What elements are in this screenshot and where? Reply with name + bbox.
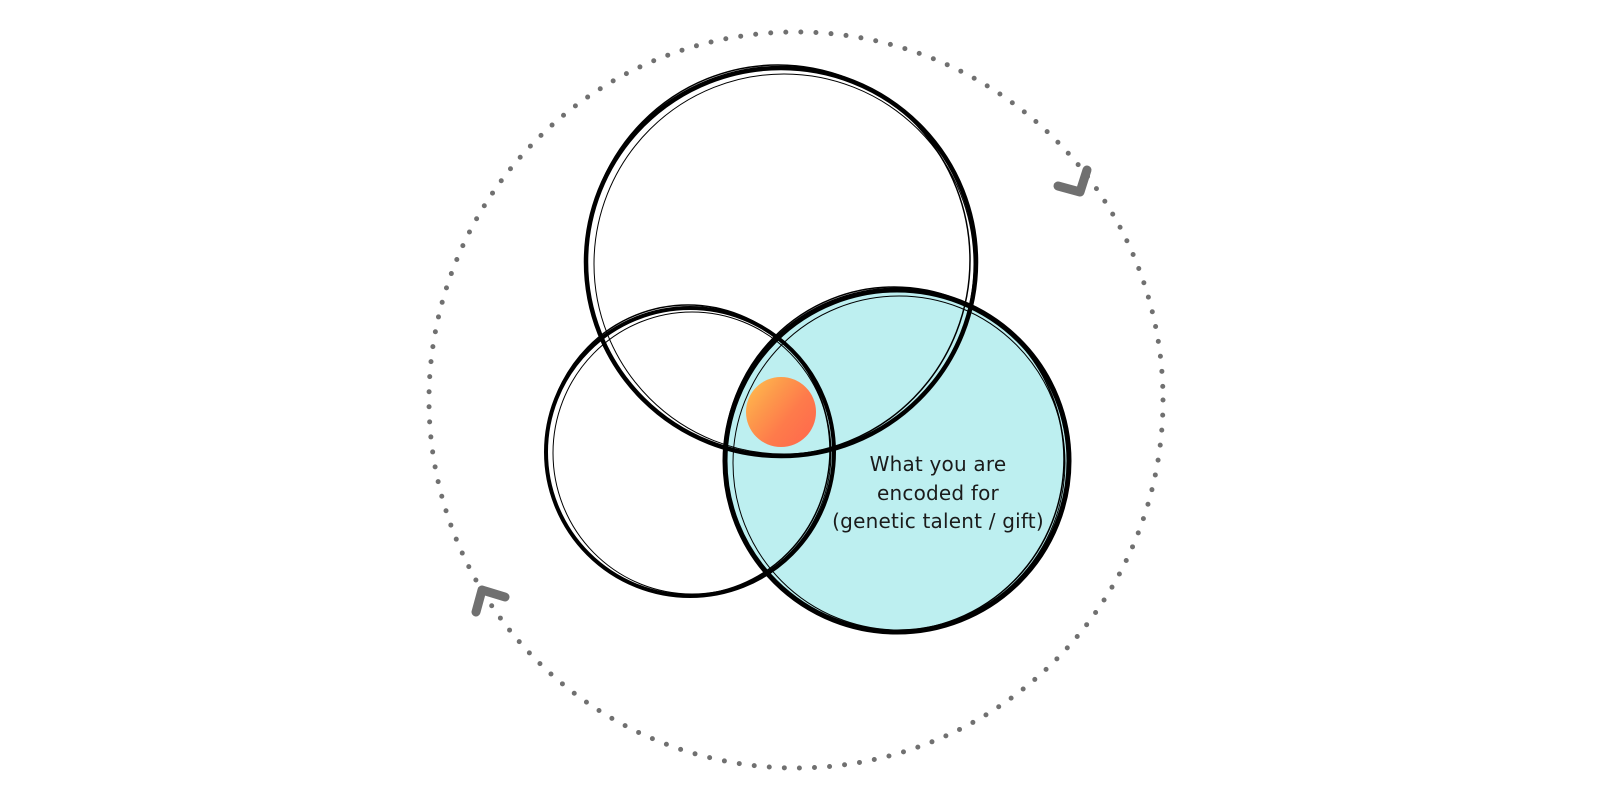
right-circle (722, 286, 1072, 635)
cycle-arrow-bottom-left-icon (471, 585, 510, 617)
top-circle (583, 64, 979, 459)
label-line-1: What you are (869, 452, 1007, 476)
label-line-2: encoded for (877, 480, 999, 505)
cycle-ring (426, 29, 1166, 771)
cycle-arrow-top-right-icon (1053, 165, 1092, 197)
right-circle-label: What you are encoded for (genetic talent… (820, 450, 1056, 536)
center-sweet-spot-dot (746, 377, 816, 447)
left-circle (544, 304, 836, 598)
label-line-3: (genetic talent / gift) (832, 509, 1044, 533)
